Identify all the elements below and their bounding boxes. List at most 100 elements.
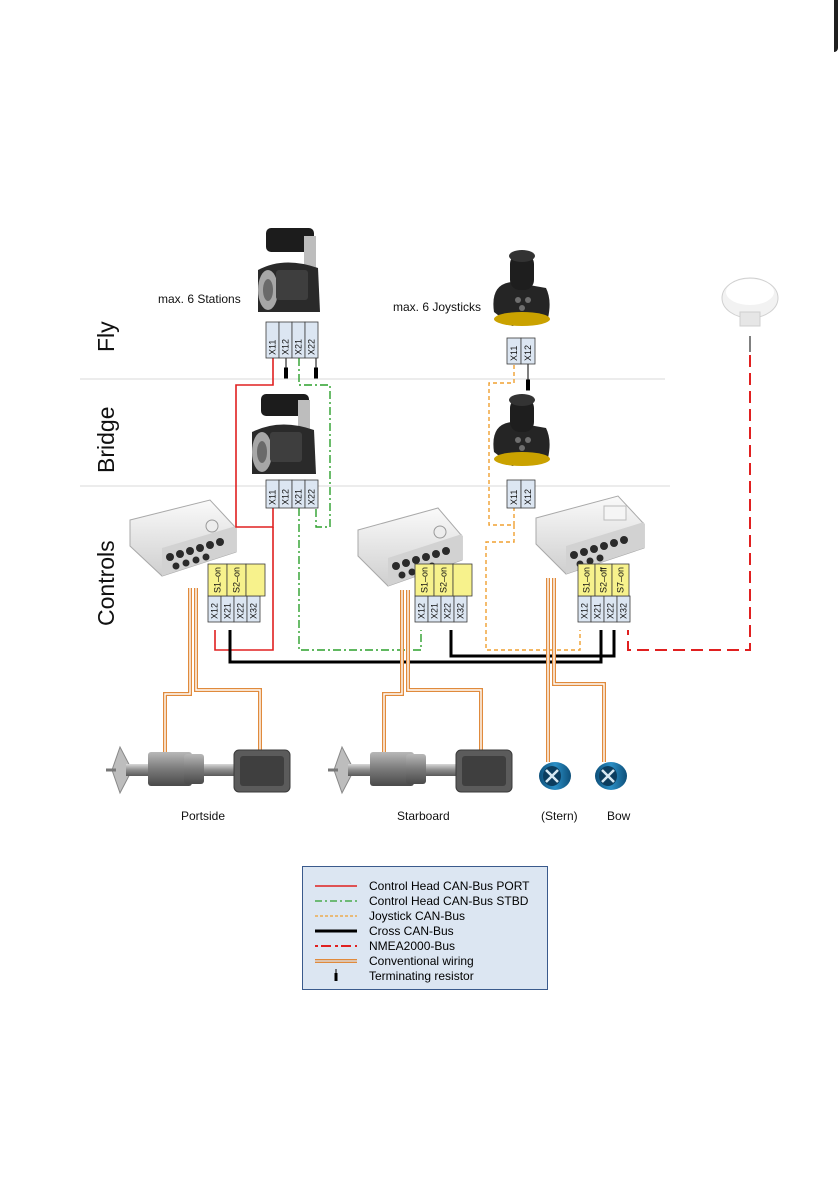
- zone-label-fly: Fly: [93, 321, 119, 352]
- cross-can-wire-b: [449, 630, 616, 658]
- bridge-head-connector-box: [304, 479, 319, 509]
- thruster-unit-connector: X32: [616, 595, 631, 623]
- portside-control-unit-icon: [129, 499, 237, 577]
- nmea2000-wire: [627, 355, 751, 651]
- legend-label: Control Head CAN-Bus STBD: [369, 894, 529, 908]
- bridge-joystick-connector-box: [520, 479, 536, 509]
- stbd-switch-block: S2–on: [433, 563, 454, 597]
- fly-joystick-connector: X11: [506, 337, 522, 365]
- fly-head-connector: X11: [265, 321, 280, 359]
- legend-item-nmea: NMEA2000-Bus: [303, 939, 549, 954]
- stbd-unit-connector: X32: [453, 595, 468, 623]
- legend-item-stbd: Control Head CAN-Bus STBD: [303, 894, 549, 909]
- thruster-control-unit-icon: [535, 495, 645, 575]
- fly-joystick-connector-label: X11: [509, 346, 519, 361]
- thruster-unit-connector-label: X21: [593, 603, 603, 619]
- port-switch-block: S1–on: [207, 563, 228, 597]
- thruster-unit-connector-label: X12: [580, 603, 590, 619]
- fly-head-connector-label: X21: [294, 339, 304, 355]
- fly-head-connector: X21: [291, 321, 306, 359]
- legend-item-cross: Cross CAN-Bus: [303, 924, 549, 939]
- port-unit-connector: X12: [207, 595, 222, 623]
- legend-item-resistor: Terminating resistor: [303, 969, 549, 984]
- bridge-joystick-icon: [493, 394, 550, 466]
- bridge-joystick-connector: X11: [506, 479, 522, 509]
- fly-head-connector: X22: [304, 321, 319, 359]
- stbd-unit-connector: X12: [414, 595, 429, 623]
- label-starboard: Starboard: [397, 809, 450, 823]
- thruster-switch-block: S1–on: [577, 563, 596, 597]
- stbd-switch-block-box: [452, 563, 473, 597]
- stbd-switch-block-label: S2–on: [439, 567, 449, 593]
- bridge-head-connector-label: X21: [294, 489, 304, 505]
- bridge-head-connector: X12: [278, 479, 293, 509]
- legend-label: Control Head CAN-Bus PORT: [369, 879, 530, 893]
- label-portside: Portside: [181, 809, 225, 823]
- stbd-switch-block-label: S1–on: [420, 567, 430, 593]
- joystick-can-wire: [488, 358, 515, 526]
- port-unit-connector: X22: [233, 595, 248, 623]
- port-switch-block-label: S2–on: [232, 567, 242, 593]
- thruster-unit-connector: X22: [603, 595, 618, 623]
- stbd-can-wire: [298, 358, 331, 528]
- port-switch-block: [245, 563, 266, 597]
- port-unit-connector-label: X12: [210, 603, 220, 619]
- thruster-switch-block-box: [611, 563, 630, 597]
- legend: Control Head CAN-Bus PORT Control Head C…: [302, 866, 548, 990]
- fly-joystick-connector: X12: [520, 337, 536, 365]
- port-unit-connector-label: X32: [249, 603, 259, 619]
- stbd-switch-block: [452, 563, 473, 597]
- fly-head-connector-label: X11: [268, 340, 278, 355]
- joystick-can-wire-to-unit: [485, 525, 581, 651]
- bridge-head-connector: X11: [265, 479, 280, 509]
- bridge-head-connector-label: X11: [268, 490, 278, 505]
- thruster-unit-connector: X21: [590, 595, 605, 623]
- fly-head-connector-box: [304, 321, 319, 359]
- legend-label: Terminating resistor: [369, 969, 474, 983]
- thruster-unit-connector-label: X32: [619, 603, 629, 619]
- fly-joystick-connector-box: [520, 337, 536, 365]
- legend-label: NMEA2000-Bus: [369, 939, 456, 953]
- fly-head-connector-label: X22: [307, 339, 317, 355]
- fly-head-connector: X12: [278, 321, 293, 359]
- port-can-wire-to-unit: [214, 527, 274, 651]
- port-unit-connector-label: X21: [223, 603, 233, 619]
- terminating-resistor-icon: [284, 336, 751, 391]
- thruster-unit-connector: X12: [577, 595, 592, 623]
- stbd-unit-connector: X21: [427, 595, 442, 623]
- bridge-head-connector: X22: [304, 479, 319, 509]
- stbd-unit-connector-label: X21: [430, 603, 440, 619]
- port-unit-connector: X21: [220, 595, 235, 623]
- legend-label: Conventional wiring: [369, 954, 474, 968]
- port-unit-connector-label: X22: [236, 603, 246, 619]
- page-corner-mark: [834, 0, 838, 52]
- bridge-head-connector-label: X22: [307, 489, 317, 505]
- bridge-control-head-icon: [252, 394, 316, 474]
- zone-label-bridge: Bridge: [93, 407, 119, 473]
- legend-item-conventional: Conventional wiring: [303, 954, 549, 969]
- nmea2000-sensor-icon: [721, 277, 779, 327]
- fly-control-head-icon: [258, 228, 320, 312]
- note-max-joysticks: max. 6 Joysticks: [393, 300, 481, 314]
- label-bow: Bow: [607, 809, 631, 823]
- stbd-unit-connector-label: X22: [443, 603, 453, 619]
- cross-can-wire-a: [228, 630, 603, 664]
- legend-label: Cross CAN-Bus: [369, 924, 454, 938]
- bridge-head-connector: X21: [291, 479, 306, 509]
- port-switch-block-label: S1–on: [213, 567, 223, 593]
- label-stern: (Stern): [541, 809, 578, 823]
- legend-label: Joystick CAN-Bus: [369, 909, 466, 923]
- stbd-unit-connector: X22: [440, 595, 455, 623]
- note-max-stations: max. 6 Stations: [158, 292, 241, 306]
- thruster-switch-block-label: S7–on: [616, 567, 626, 593]
- stern-thruster-icon: [539, 762, 571, 790]
- port-can-wire: [235, 358, 274, 528]
- stbd-unit-connector-label: X12: [417, 603, 427, 619]
- portside-conventional-wiring-inner: [164, 588, 261, 754]
- bridge-joystick-connector: X12: [520, 479, 536, 509]
- bridge-joystick-connector-label: X11: [509, 490, 519, 505]
- thruster-unit-connector-label: X22: [606, 603, 616, 619]
- bow-thruster-icon: [595, 762, 627, 790]
